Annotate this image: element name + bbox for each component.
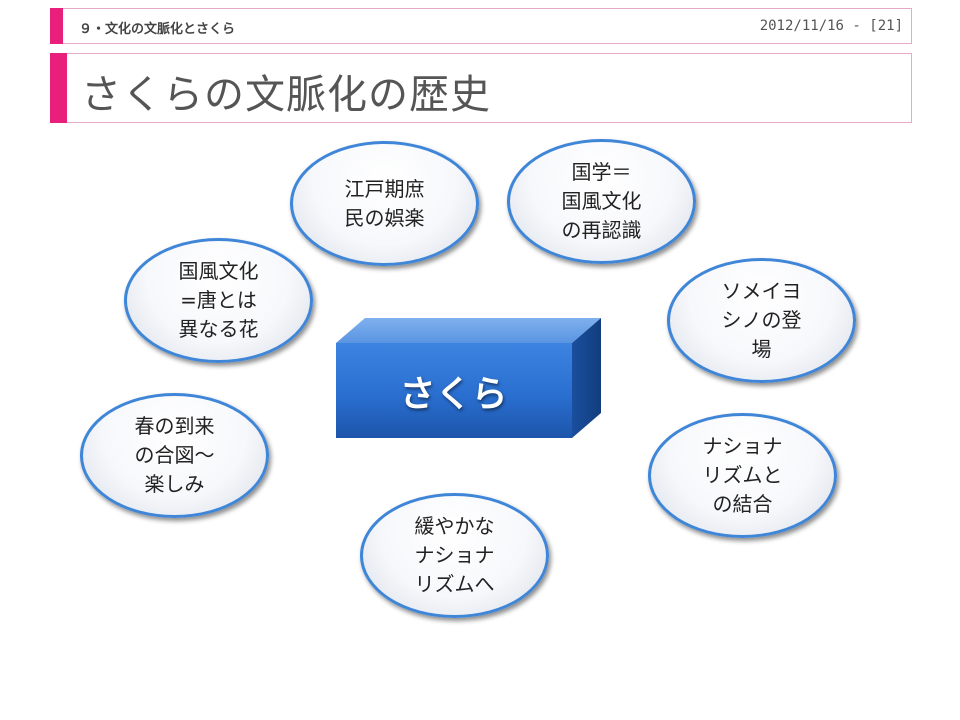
node-nationalism-text: ナショナ リズムと の結合 (702, 434, 783, 516)
node-mild-nationalism: 緩やかな ナショナ リズムへ (360, 493, 549, 618)
node-spring-text: 春の到来 の合図〜 楽しみ (134, 414, 215, 496)
node-someiyoshino-text: ソメイヨ シノの登 場 (721, 279, 802, 361)
header-bar: ９・文化の文脈化とさくら 2012/11/16 - [21] (50, 8, 912, 44)
node-kokufu-text: 国風文化 =唐とは 異なる花 (178, 259, 259, 341)
center-label: さくら (399, 373, 508, 415)
box-side-face (572, 318, 601, 438)
section-label: ９・文化の文脈化とさくら (79, 22, 236, 37)
node-kokugaku-text: 国学＝ 国風文化 の再認識 (561, 160, 642, 242)
node-kokugaku: 国学＝ 国風文化 の再認識 (507, 139, 696, 264)
center-box (336, 318, 601, 438)
box-top-face (336, 318, 601, 343)
node-edo-text: 江戸期庶 民の娯楽 (344, 176, 425, 230)
node-edo: 江戸期庶 民の娯楽 (290, 141, 479, 266)
date-page-label: 2012/11/16 - [21] (759, 18, 903, 34)
node-spring: 春の到来 の合図〜 楽しみ (80, 393, 269, 518)
box-front-face (336, 343, 572, 438)
node-nationalism: ナショナ リズムと の結合 (648, 413, 837, 538)
header-accent (50, 8, 63, 44)
node-someiyoshino: ソメイヨ シノの登 場 (667, 258, 856, 383)
title-accent (50, 53, 67, 123)
title-bar: さくらの文脈化の歴史 (50, 53, 912, 123)
node-mild-text: 緩やかな ナショナ リズムへ (414, 514, 495, 596)
slide-title: さくらの文脈化の歴史 (81, 72, 491, 118)
node-kokufu: 国風文化 =唐とは 異なる花 (124, 238, 313, 363)
